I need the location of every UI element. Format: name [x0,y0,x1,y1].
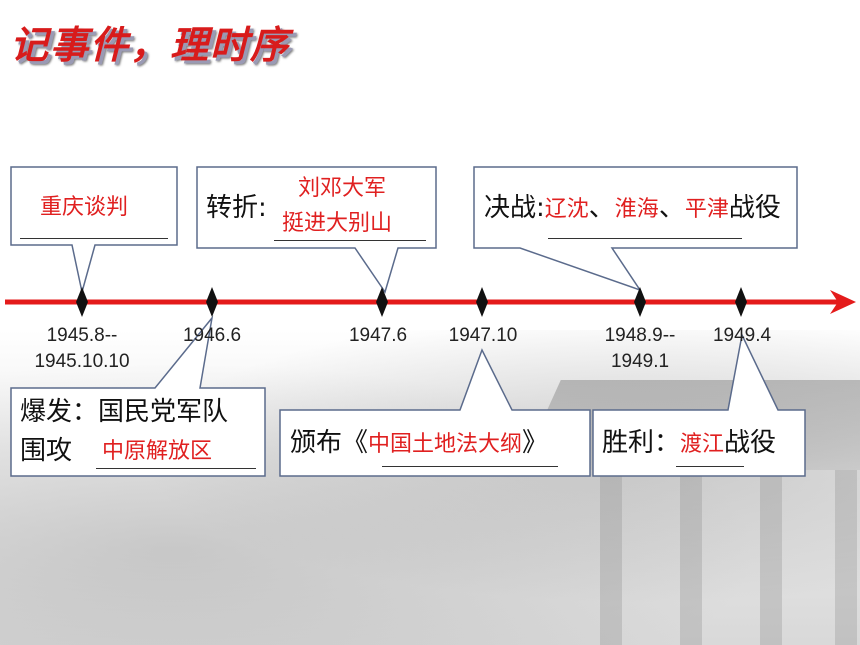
timeline-marker [634,287,646,317]
answer-underline [20,238,168,239]
page-title: 记事件，理时序 [10,23,291,67]
timeline-marker [206,287,218,317]
outbreak-line1: 爆发：国民党军队 [20,397,229,427]
answer-liaoshen: 辽沈 [544,197,589,222]
timeline-date: 1947.6 [348,325,408,346]
answer-yangtze-crossing: 渡江 [680,432,725,457]
callout-chongqing [10,166,178,293]
victory-prefix: 胜利： [602,428,681,458]
land-suffix: 》 [522,428,549,458]
land-prefix: 颁布《 [290,428,369,458]
answer-land-law: 中国土地法大纲 [368,432,523,457]
timeline-marker [376,287,388,317]
decisive-line: 决战:辽沈、淮海、平津战役 [484,193,781,223]
callout-decisive [473,166,798,292]
timeline-date: 1946.6 [182,325,242,346]
timeline-date: 1949.4 [712,325,772,346]
answer-underline [96,468,256,469]
background-column [600,470,622,645]
answer-underline [676,466,744,467]
timeline-date: 1945.8--1945.10.10 [34,325,130,372]
answer-underline [382,466,558,467]
timeline-marker [476,287,488,317]
timeline-date: 1948.9--1949.1 [604,325,676,372]
answer-chongqing: 重庆谈判 [40,195,129,220]
timeline-marker [735,287,747,317]
background-photo [0,330,860,645]
answer-outbreak: 中原解放区 [102,439,213,464]
land-line: 颁布《中国土地法大纲》 [290,428,548,458]
timeline-arrowhead [830,290,856,314]
separator: 、 [588,193,615,223]
victory-line: 胜利：渡江战役 [602,428,776,458]
callout-outbreak [10,315,266,477]
answer-underline [274,240,426,241]
answer-turn-line2: 挺进大别山 [282,211,393,236]
separator: 、 [658,193,685,223]
callout-turn [196,166,437,294]
background-column [680,470,702,645]
callout-victory [592,332,806,477]
turn-prefix: 转折: [206,193,267,223]
decisive-prefix: 决战: [484,193,545,223]
answer-pingjin: 平津 [684,197,729,222]
outbreak-prefix: 围攻 [20,436,73,466]
answer-turn-line1: 刘邓大军 [298,176,387,201]
answer-huaihai: 淮海 [614,197,659,222]
callout-land [279,348,591,477]
background-column [760,470,782,645]
timeline-marker [76,287,88,317]
decisive-suffix: 战役 [728,193,781,223]
timeline-date: 1947.10 [448,325,518,346]
victory-suffix: 战役 [724,428,777,458]
answer-underline [548,238,742,239]
background-column [835,470,857,645]
